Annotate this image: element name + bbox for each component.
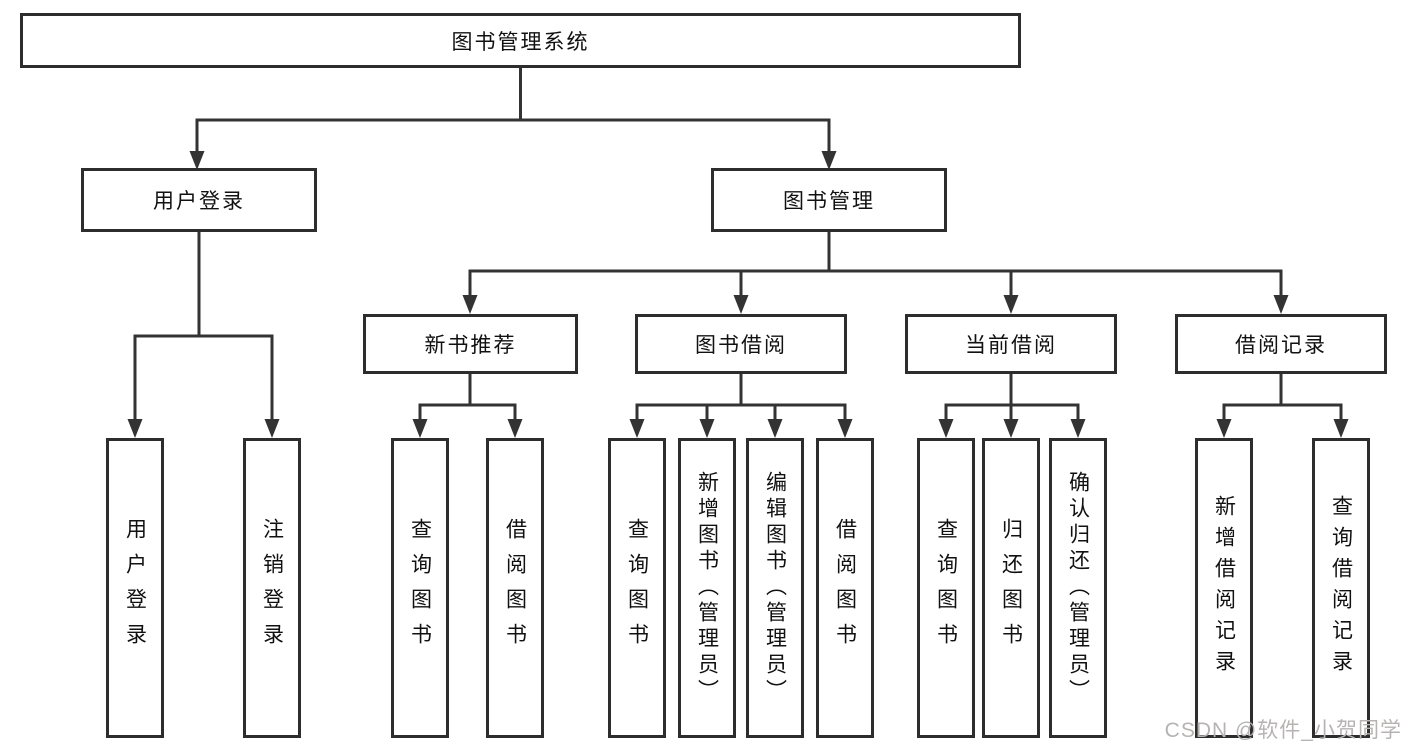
node-book-borrowing-label: 图书借阅	[695, 334, 787, 357]
leaf-add-borrow-record-label: 新增借阅记录	[1212, 495, 1236, 681]
leaf-borrow-books-1: 借阅图书	[486, 438, 544, 738]
node-current-borrowing-label: 当前借阅	[965, 334, 1057, 357]
leaf-logout-label: 注销登录	[260, 518, 284, 658]
leaf-add-borrow-record: 新增借阅记录	[1195, 438, 1253, 738]
node-new-book-recommendation-label: 新书推荐	[424, 334, 517, 357]
node-current-borrowing: 当前借阅	[905, 314, 1117, 374]
node-user-login: 用户登录	[81, 168, 317, 232]
leaf-user-login: 用户登录	[106, 438, 164, 738]
node-user-login-label: 用户登录	[153, 190, 245, 213]
leaf-borrow-books-1-label: 借阅图书	[503, 518, 527, 658]
leaf-user-login-label: 用户登录	[123, 518, 147, 658]
node-book-management: 图书管理	[711, 168, 947, 232]
leaf-add-books-admin: 新增图书（管理员）	[678, 438, 736, 738]
node-borrowing-records: 借阅记录	[1175, 314, 1387, 374]
leaf-edit-books-admin: 编辑图书（管理员）	[746, 438, 804, 738]
leaf-edit-books-admin-label: 编辑图书（管理员）	[763, 471, 787, 705]
node-root-label: 图书管理系统	[451, 30, 590, 54]
node-book-management-label: 图书管理	[783, 190, 875, 213]
leaf-query-books-2: 查询图书	[608, 438, 666, 738]
arrowheads	[127, 151, 1349, 438]
leaf-query-books-3: 查询图书	[917, 438, 975, 738]
leaf-return-books: 归还图书	[982, 438, 1040, 738]
leaf-query-borrow-record-label: 查询借阅记录	[1329, 495, 1353, 681]
leaf-borrow-books-2: 借阅图书	[816, 438, 874, 738]
leaf-confirm-return-admin: 确认归还（管理员）	[1049, 438, 1107, 738]
node-book-borrowing: 图书借阅	[635, 314, 847, 374]
leaf-borrow-books-2-label: 借阅图书	[833, 518, 857, 658]
leaf-query-books-1-label: 查询图书	[408, 518, 432, 658]
leaf-confirm-return-admin-label: 确认归还（管理员）	[1066, 471, 1090, 705]
leaf-query-books-2-label: 查询图书	[625, 518, 649, 658]
leaf-query-books-1: 查询图书	[391, 438, 449, 738]
leaf-logout: 注销登录	[243, 438, 301, 738]
csdn-watermark: CSDN @软件_小贺同学	[1164, 719, 1402, 742]
node-new-book-recommendation: 新书推荐	[363, 314, 578, 374]
leaf-return-books-label: 归还图书	[999, 518, 1023, 658]
tree-edges	[133, 66, 1343, 420]
node-borrowing-records-label: 借阅记录	[1235, 334, 1327, 357]
leaf-query-borrow-record: 查询借阅记录	[1312, 438, 1370, 738]
leaf-add-books-admin-label: 新增图书（管理员）	[695, 471, 719, 705]
node-root: 图书管理系统	[20, 13, 1021, 68]
leaf-query-books-3-label: 查询图书	[934, 518, 958, 658]
